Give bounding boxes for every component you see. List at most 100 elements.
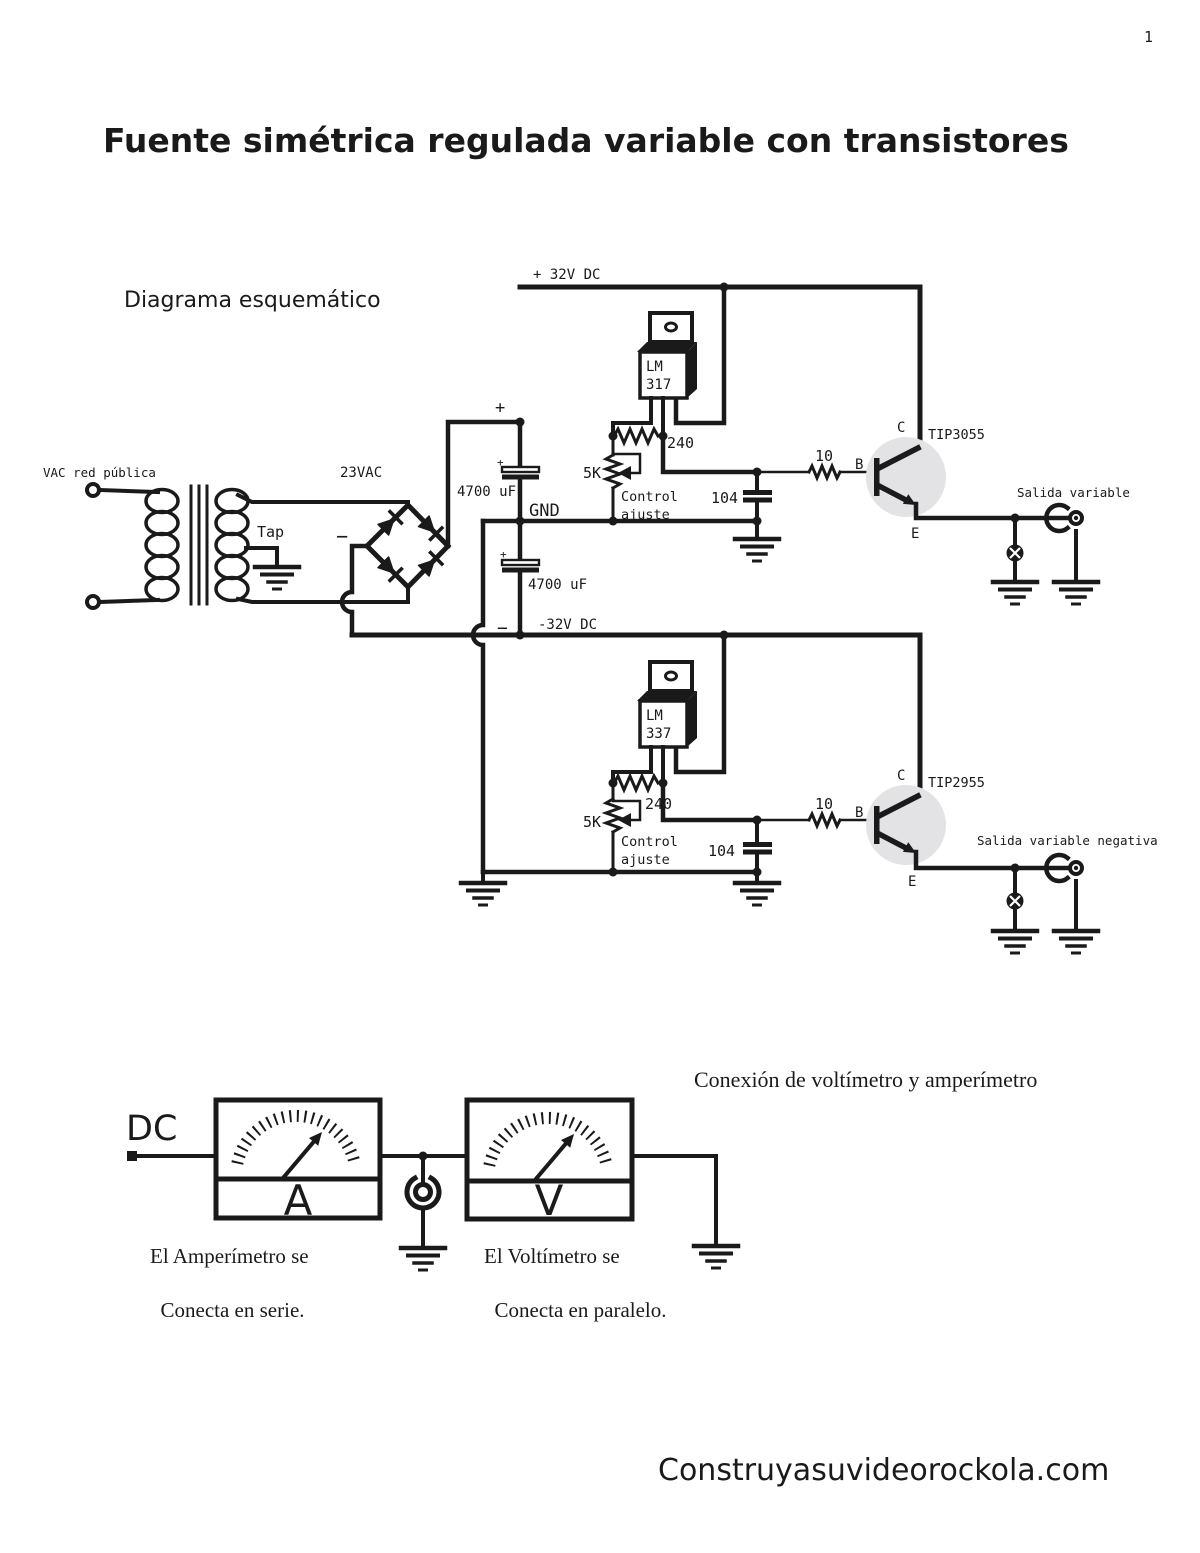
collector-label: C — [897, 420, 905, 436]
ground-icon — [735, 539, 779, 561]
wiper-arrow-icon — [618, 466, 631, 480]
pot-caption-line1: Control — [621, 489, 678, 505]
needle-arrow-icon — [309, 1132, 322, 1146]
ground-icon — [401, 1248, 445, 1270]
pot-label: 5K — [583, 813, 601, 831]
r10-label: 10 — [815, 447, 833, 465]
dc-terminal — [127, 1151, 137, 1161]
lm337-regulator: LM 337 — [611, 632, 727, 785]
pot-caption-line2: ajuste — [621, 852, 670, 868]
pot-caption-line1: Control — [621, 834, 678, 850]
output-jack-negative — [1044, 852, 1098, 953]
voltmeter-letter: V — [535, 1176, 564, 1225]
voltmeter-caption-line2: Conecta en paralelo. — [494, 1298, 667, 1322]
bridge-plus-mark: + — [495, 398, 505, 418]
wiper-arrow-icon — [618, 813, 631, 827]
bridge-rectifier: − + — [336, 398, 505, 591]
secondary-winding — [214, 487, 250, 603]
meter-needle — [532, 1141, 569, 1183]
ground-icon — [255, 567, 299, 589]
ground-icon — [993, 931, 1037, 953]
primary-winding — [144, 487, 180, 603]
negative-rail — [349, 632, 923, 799]
r240-label: 240 — [667, 434, 694, 452]
filter-capacitor-bottom: + 4700 uF — [500, 518, 587, 638]
ammeter-caption: El Amperímetro se Conecta en serie. — [150, 1243, 309, 1324]
chassis-terminal-positive — [993, 516, 1037, 604]
ground-down-wire — [470, 518, 486, 875]
positive-rail — [517, 284, 923, 451]
transistor-halo — [866, 437, 946, 517]
ground-icon — [694, 1246, 738, 1268]
ammeter-letter: A — [284, 1176, 313, 1225]
negative-output-label: Salida variable negativa — [977, 833, 1158, 848]
meter-scale — [231, 1109, 361, 1165]
meters-heading: Conexión de voltímetro y amperímetro — [694, 1067, 1038, 1092]
filter-cap-bottom-label: 4700 uF — [528, 577, 587, 593]
transformer: VAC red pública 23VAC Tap — [43, 465, 410, 610]
diode-icon — [377, 556, 404, 583]
mid-jack-terminal — [401, 1154, 445, 1270]
lm317-regulator: LM 317 — [611, 284, 727, 438]
output-jack-positive — [1044, 502, 1098, 604]
ammeter-caption-line2: Conecta en serie. — [160, 1298, 305, 1322]
bridge-minus-mark: − — [336, 524, 348, 548]
diode-icon — [417, 515, 445, 542]
potentiometer-positive: 5K Control ajuste — [583, 434, 678, 523]
ground-icon — [1054, 582, 1098, 604]
transformer-input-label: VAC red pública — [43, 465, 156, 480]
ammeter: A — [213, 1097, 383, 1225]
transistor-name: TIP3055 — [928, 427, 985, 443]
tap-label: Tap — [257, 523, 284, 541]
needle-arrow-icon — [561, 1134, 574, 1148]
base-bar — [874, 458, 880, 496]
emitter-label: E — [911, 526, 919, 542]
regulator-input-wire — [673, 632, 727, 775]
footer-website: Construyasuvideorockola.com — [658, 1453, 1110, 1488]
meter-needle — [280, 1139, 317, 1181]
voltmeter: V — [464, 1097, 635, 1225]
ground-icon — [993, 582, 1037, 604]
positive-feed-wire — [445, 419, 523, 549]
r240-positive: 240 — [612, 427, 694, 452]
page-number: 1 — [1144, 28, 1154, 46]
base-label: B — [855, 805, 863, 821]
core — [189, 484, 209, 606]
ground-label: GND — [529, 501, 560, 521]
ammeter-caption-line1: El Amperímetro se — [150, 1244, 309, 1268]
base-label: B — [855, 457, 863, 473]
regulator-label-line1: LM — [646, 708, 663, 724]
diode-icon — [417, 550, 445, 577]
voltmeter-caption: El Voltímetro se Conecta en paralelo. — [484, 1243, 667, 1324]
filter-cap-top-label: 4700 uF — [457, 484, 516, 500]
regulator-label-line1: LM — [646, 359, 663, 375]
diode-icon — [377, 509, 404, 536]
voltmeter-caption-line1: El Voltímetro se — [484, 1244, 620, 1268]
r240-label: 240 — [645, 795, 672, 813]
junction-dots — [418, 282, 1020, 1161]
ground-icon — [1054, 931, 1098, 953]
bypass-capacitor-negative: 104 — [708, 818, 772, 874]
bypass-cap-label: 104 — [711, 489, 738, 507]
cap-plus-mark: + — [500, 548, 507, 561]
cap-plus-mark: + — [497, 456, 504, 469]
transistor-halo — [866, 785, 946, 865]
emitter-arrow-icon — [902, 842, 916, 853]
dc-source-label: DC — [126, 1109, 177, 1149]
regulator-label-line2: 317 — [646, 377, 671, 393]
diagram-caption: Diagrama esquemático — [124, 288, 381, 313]
tip3055-transistor: C B E TIP3055 — [855, 420, 1073, 542]
transistor-name: TIP2955 — [928, 775, 985, 791]
ground-icon — [461, 883, 505, 905]
pot-label: 5K — [583, 464, 601, 482]
emitter-arrow-icon — [902, 494, 916, 505]
filter-capacitor-top: + 4700 uF — [457, 419, 541, 524]
tip2955-transistor: C B E TIP2955 — [855, 768, 1073, 890]
ground-icon — [735, 883, 779, 905]
r240-negative: 240 — [612, 774, 672, 813]
negative-rail-label: -32V DC — [538, 617, 597, 633]
positive-output-label: Salida variable — [1017, 485, 1130, 500]
r10-positive: 10 — [807, 447, 842, 480]
